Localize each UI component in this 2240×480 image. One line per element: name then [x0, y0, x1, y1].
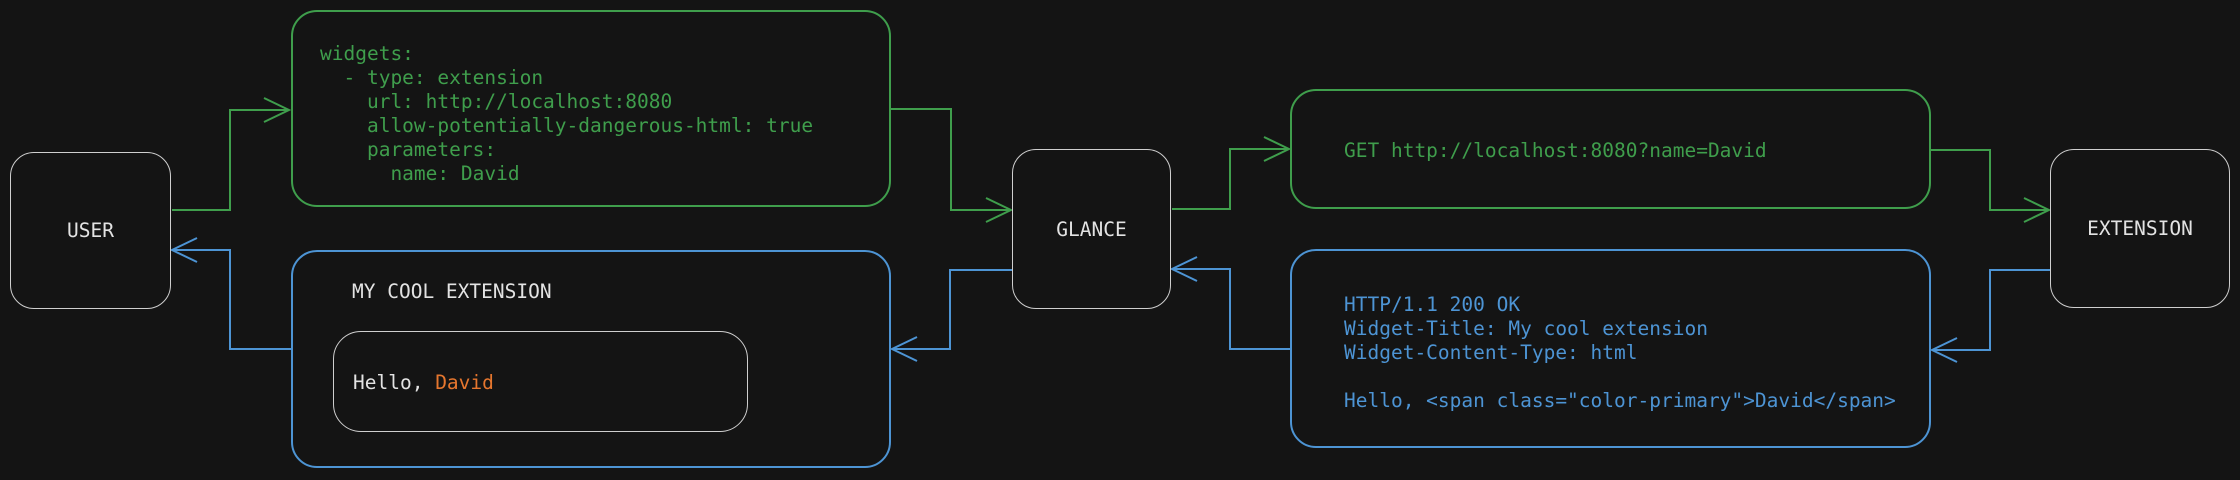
config-yaml-code: widgets: - type: extension url: http://l… — [320, 42, 814, 185]
arrow-user-to-config — [172, 97, 292, 211]
http-request-box: GET http://localhost:8080?name=David — [1290, 89, 1931, 209]
http-response-code: HTTP/1.1 200 OK Widget-Title: My cool ex… — [1344, 293, 1896, 412]
widget-greeting-name: David — [435, 371, 494, 394]
arrow-config-to-glance — [891, 108, 1014, 223]
arrow-request-to-extension — [1931, 149, 2052, 223]
glance-node: GLANCE — [1012, 149, 1171, 309]
arrow-response-to-glance — [1169, 256, 1290, 350]
widget-title: MY COOL EXTENSION — [352, 280, 552, 303]
http-request-code: GET http://localhost:8080?name=David — [1344, 139, 1767, 162]
extension-node-label: EXTENSION — [2087, 217, 2193, 240]
arrow-extension-to-response — [1929, 269, 2050, 363]
glance-node-label: GLANCE — [1056, 217, 1127, 241]
arrow-glance-to-widget — [889, 269, 1012, 362]
extension-node: EXTENSION — [2050, 149, 2230, 308]
arrow-widget-to-user — [169, 237, 291, 350]
user-node-label: USER — [67, 219, 114, 242]
http-response-box: HTTP/1.1 200 OK Widget-Title: My cool ex… — [1290, 249, 1931, 448]
user-node: USER — [10, 152, 171, 309]
widget-preview-box: MY COOL EXTENSION Hello, David — [291, 250, 891, 468]
widget-content-frame: Hello, David — [333, 331, 748, 432]
config-yaml-box: widgets: - type: extension url: http://l… — [291, 10, 891, 207]
widget-greeting-prefix: Hello, — [353, 371, 436, 394]
widget-greeting: Hello, David — [353, 371, 494, 395]
arrow-glance-to-request — [1172, 136, 1292, 210]
